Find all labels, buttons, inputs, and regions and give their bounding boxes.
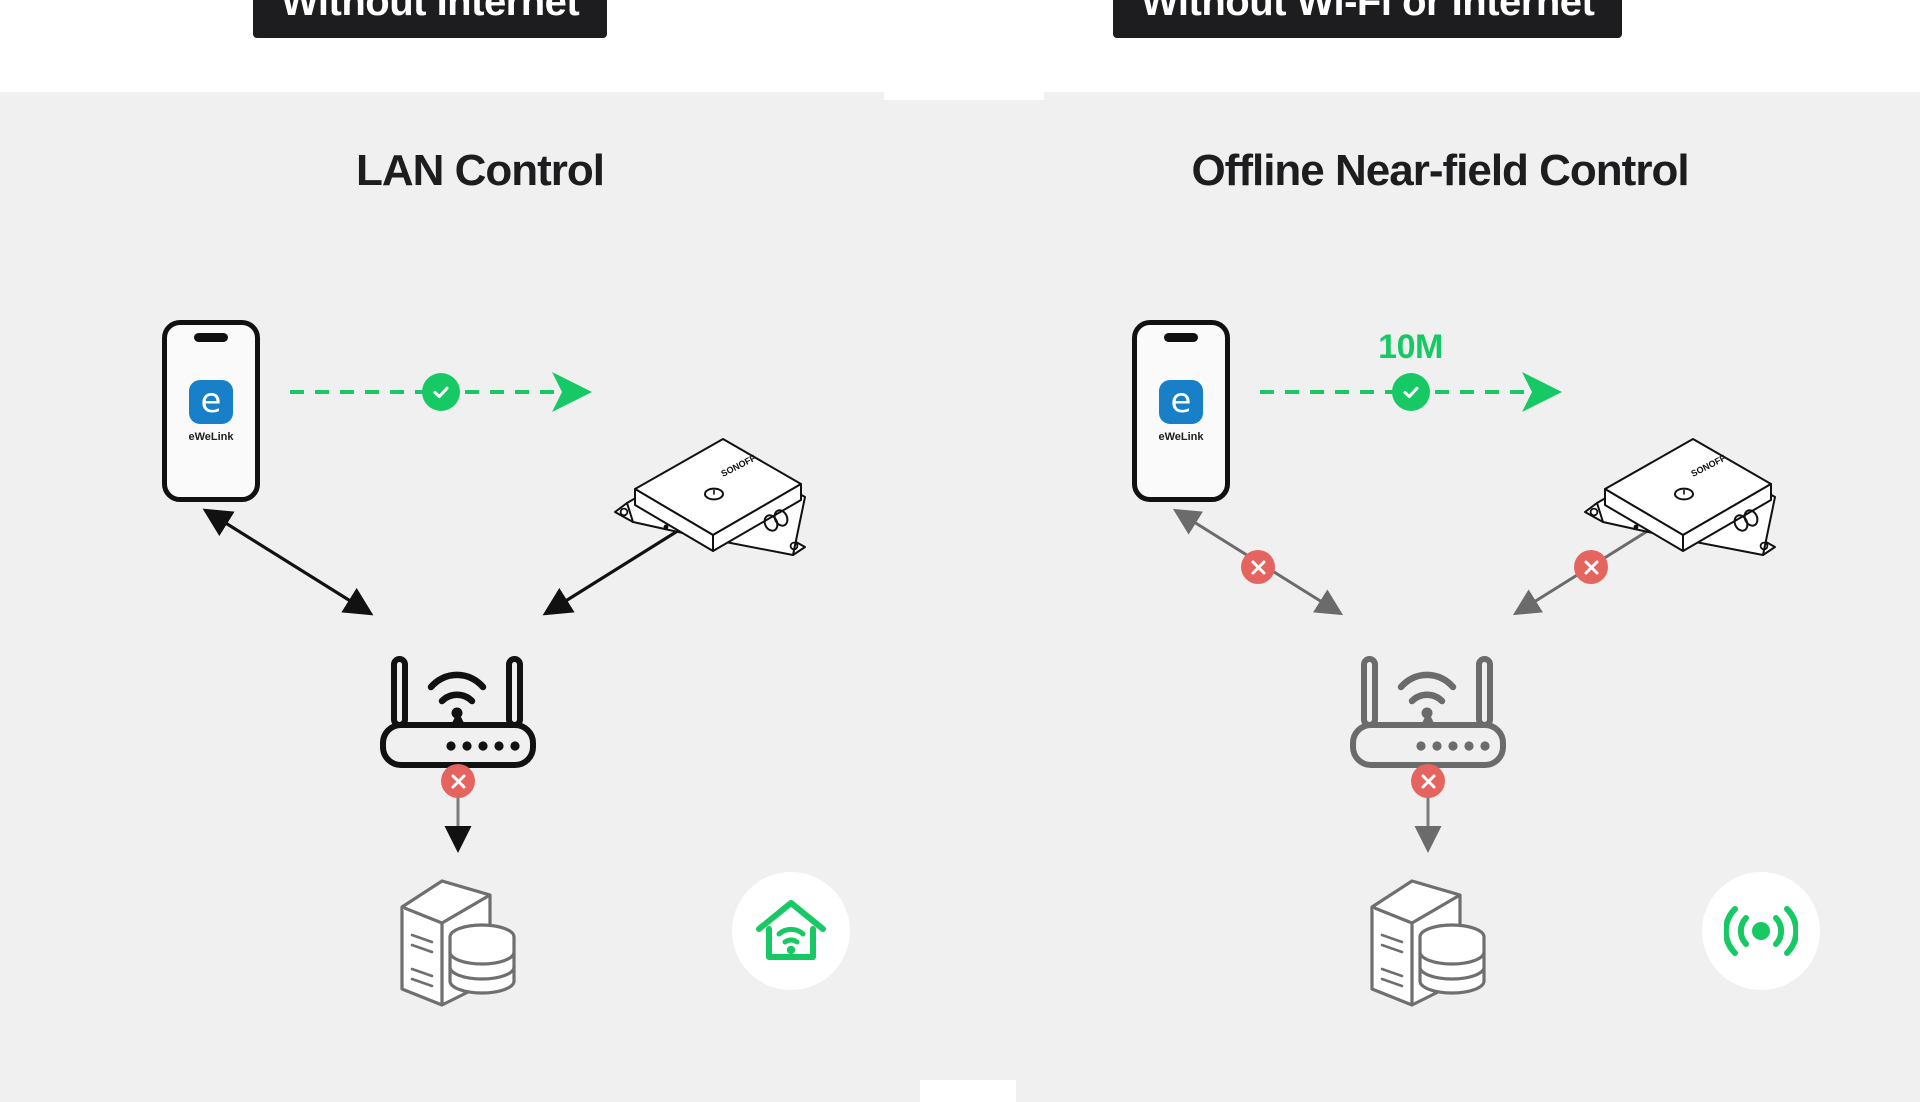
cross-glyph [1421,774,1435,788]
home-wifi-icon [756,900,826,960]
lan-direct-link [288,372,593,412]
phone-notch [194,333,228,342]
phone-device-nearfield[interactable]: e eWeLink [1132,320,1230,502]
nearfield-distance-label: 10M [1378,328,1443,366]
cross-glyph [451,774,465,788]
blocked-badge-phone-to-router [1241,550,1275,584]
broadcast-badge-nearfield [1702,872,1820,990]
check-glyph [1403,386,1418,399]
server-database-icon [1370,879,1486,1007]
bottom-center-notch [920,1080,1016,1102]
sonoff-device-illustration: SONOFF [1584,438,1776,556]
top-center-notch [884,0,1044,100]
ewelink-app-icon[interactable]: e [1159,380,1203,424]
sonoff-device-nearfield[interactable]: SONOFF [1575,427,1785,572]
ewelink-app-icon[interactable]: e [189,380,233,424]
banner-without-internet: Without Internet [253,0,608,38]
broadcast-signal-icon [1724,906,1798,956]
blocked-badge-device-to-router [1574,550,1608,584]
panel-title-lan-control: LAN Control [355,146,605,195]
wifi-router-nearfield[interactable] [1348,645,1508,770]
nearfield-direct-link: 10M [1258,328,1563,412]
wifi-router-lan[interactable] [378,645,538,770]
blocked-badge-router-to-cloud-lan [441,764,475,798]
phone-device-lan[interactable]: e eWeLink [162,320,260,502]
sonoff-device-illustration: SONOFF [614,438,806,556]
phone-notch [1164,333,1198,342]
banner-without-wifi-or-internet: Without Wi-Fi or Internet [1113,0,1623,38]
router-icon [380,656,536,768]
panel-title-offline-near-field: Offline Near-field Control [1191,146,1689,195]
cloud-server-nearfield [1368,877,1488,1012]
ewelink-app-letter: e [200,380,222,421]
router-icon [1350,656,1506,768]
panel-lan-control: LAN Control e eWeLink [0,92,960,1102]
check-circle-icon-nearfield [1391,373,1430,411]
cross-glyph [1251,560,1265,574]
check-glyph [433,386,448,399]
blocked-badge-router-to-cloud-nearfield [1411,764,1445,798]
cross-glyph [1584,560,1598,574]
sonoff-device-lan[interactable]: SONOFF [605,427,815,572]
check-circle-icon-lan [421,373,460,411]
diagram-stage: LAN Control e eWeLink [0,92,1920,1102]
cloud-server-lan [398,877,518,1012]
ewelink-app-label: eWeLink [1158,431,1204,443]
home-wifi-badge-lan [732,872,850,990]
ewelink-app-label: eWeLink [188,431,234,443]
panel-offline-near-field-control: Offline Near-field Control e eWeLink [960,92,1920,1102]
server-database-icon [400,879,516,1007]
ewelink-app-letter: e [1170,380,1192,421]
